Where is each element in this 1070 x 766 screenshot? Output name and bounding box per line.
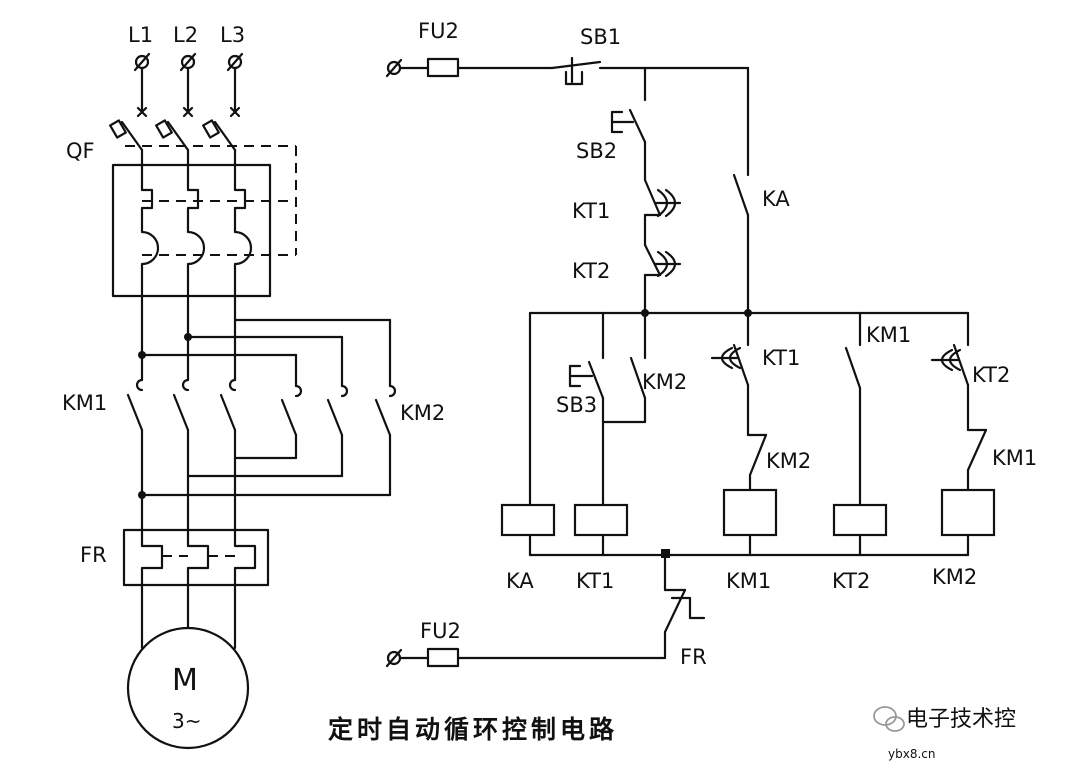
- label-fr-contact: FR: [680, 645, 707, 669]
- km2-aux-no-contact: [629, 356, 647, 400]
- coil-km2: [940, 488, 996, 537]
- label-sb1: SB1: [580, 25, 621, 49]
- coil-km1: [722, 488, 778, 537]
- sb2-start-button: [610, 108, 647, 144]
- label-ka-no: KA: [762, 187, 790, 211]
- label-qf: QF: [66, 139, 95, 163]
- label-fr-main: FR: [80, 543, 107, 567]
- label-sb2: SB2: [576, 139, 617, 163]
- power-circuit: L1 L2 L3 QF: [62, 23, 445, 750]
- label-coil-kt2: KT2: [832, 569, 870, 593]
- watermark: 电子技术控 ybx8.cn: [873, 706, 1016, 761]
- label-kt2-nc: KT2: [572, 259, 610, 283]
- kt2-nc-contact: [643, 243, 682, 278]
- terminal-control-bottom: [385, 648, 403, 668]
- fr-nc-contact: [663, 588, 706, 634]
- label-km2-main: KM2: [400, 401, 445, 425]
- wechat-icon: [873, 706, 905, 732]
- kt1-nc-contact: [643, 178, 682, 218]
- coil-kt1: [573, 503, 629, 537]
- label-coil-km2: KM2: [932, 565, 977, 589]
- label-motor-phase: 3~: [172, 709, 201, 733]
- kt1-no-timed-contact: [710, 343, 750, 387]
- sb3-button: [568, 360, 605, 400]
- label-l1: L1: [128, 23, 153, 47]
- diagram-caption: 定时自动循环控制电路: [328, 715, 618, 744]
- label-kt1-nc: KT1: [572, 199, 610, 223]
- sb1-stop-button: [550, 56, 602, 86]
- motor: M 3~: [126, 626, 250, 750]
- ka-no-contact: [732, 173, 750, 217]
- label-sb3: SB3: [556, 393, 597, 417]
- fuse-fu2-bottom: [426, 647, 460, 668]
- km1-aux-nc-contact: [966, 428, 988, 472]
- label-fu2-bottom: FU2: [420, 619, 461, 643]
- qf-breaker: [109, 119, 297, 298]
- kt2-no-timed-contact: [930, 343, 970, 387]
- label-kt1-no: KT1: [762, 346, 800, 370]
- fuse-fu2-top: [426, 57, 460, 78]
- km1-main-contacts: [126, 378, 237, 532]
- label-km1-aux-nc: KM1: [992, 446, 1037, 470]
- km2-main-contacts: [138, 384, 397, 499]
- label-fu2-top: FU2: [418, 19, 459, 43]
- watermark-text: 电子技术控: [906, 707, 1016, 732]
- coil-ka: [500, 503, 556, 537]
- label-km2-aux-no: KM2: [642, 370, 687, 394]
- fr-thermal-relay: [122, 528, 270, 587]
- label-l3: L3: [220, 23, 245, 47]
- label-km2-aux-nc: KM2: [766, 449, 811, 473]
- label-km1-aux-no: KM1: [866, 323, 911, 347]
- label-km1-main: KM1: [62, 391, 107, 415]
- km1-aux-no-contact: [844, 346, 862, 390]
- label-motor: M: [172, 663, 198, 698]
- label-coil-kt1: KT1: [576, 569, 614, 593]
- label-coil-km1: KM1: [726, 569, 771, 593]
- coil-kt2: [832, 503, 888, 537]
- label-kt2-no: KT2: [972, 363, 1010, 387]
- label-coil-ka: KA: [506, 569, 534, 593]
- site-url: ybx8.cn: [888, 747, 935, 761]
- control-circuit: FU2 SB1 SB2 KT1 KT2: [385, 19, 1037, 669]
- qf-fixed-marks: [136, 106, 241, 118]
- km2-aux-nc-contact: [746, 433, 768, 477]
- label-l2: L2: [173, 23, 198, 47]
